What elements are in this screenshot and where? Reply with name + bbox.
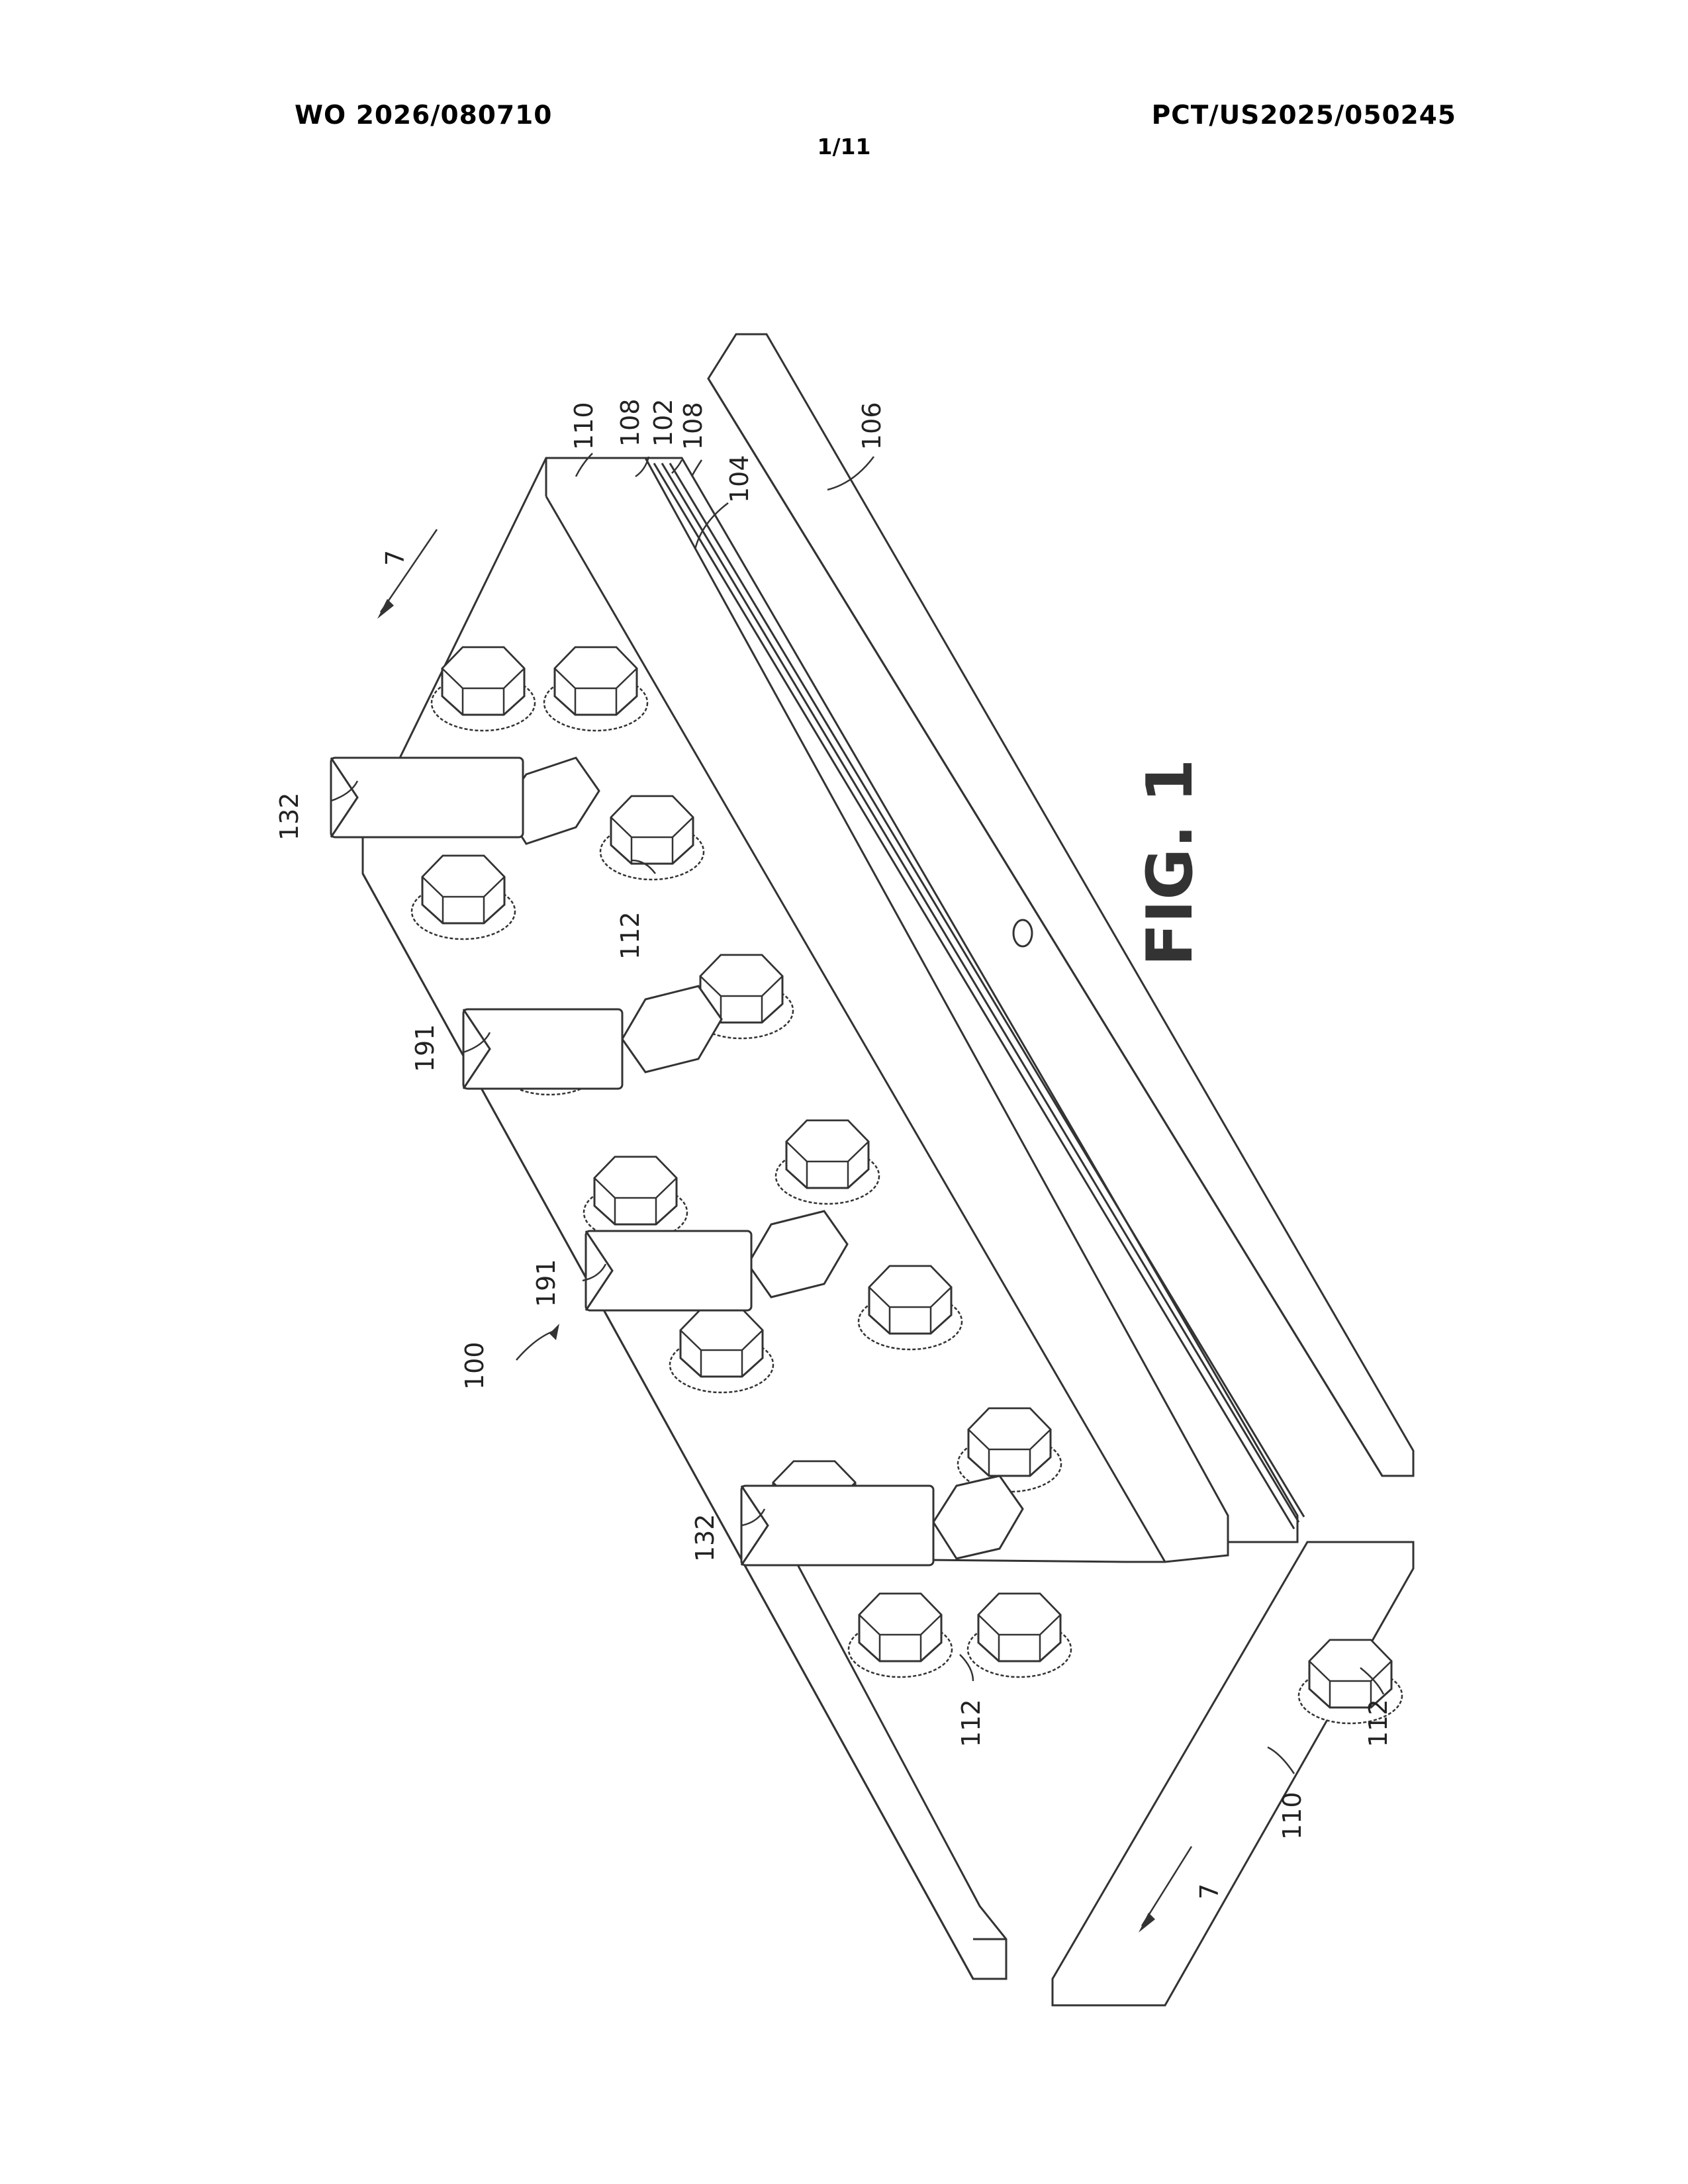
label-191-lower: 191 xyxy=(532,1259,561,1307)
label-112-underside: 112 xyxy=(1364,1699,1393,1747)
label-100: 100 xyxy=(460,1342,489,1390)
label-112-lower: 112 xyxy=(957,1699,986,1747)
label-7-top: 7 xyxy=(381,550,410,566)
label-112-upper: 112 xyxy=(616,911,645,960)
label-132-lower: 132 xyxy=(690,1514,720,1562)
bottom-plate xyxy=(1053,1542,1413,2005)
port-132-upper xyxy=(331,758,599,844)
label-7-bottom: 7 xyxy=(1195,1884,1224,1899)
label-104: 104 xyxy=(725,455,754,503)
label-106: 106 xyxy=(857,402,886,450)
port-132-lower xyxy=(741,1476,1023,1565)
label-191-upper: 191 xyxy=(410,1024,440,1072)
label-132-upper: 132 xyxy=(275,792,304,841)
label-110-bottom: 110 xyxy=(1278,1792,1307,1840)
label-108-upper: 108 xyxy=(616,398,645,447)
plate-assembly xyxy=(363,334,1413,2005)
label-108-lower: 108 xyxy=(679,402,708,450)
base-plate-hole xyxy=(1013,920,1032,946)
label-110-top: 110 xyxy=(569,402,598,450)
figure-caption: FIG. 1 xyxy=(1134,759,1207,966)
label-102: 102 xyxy=(649,398,678,447)
